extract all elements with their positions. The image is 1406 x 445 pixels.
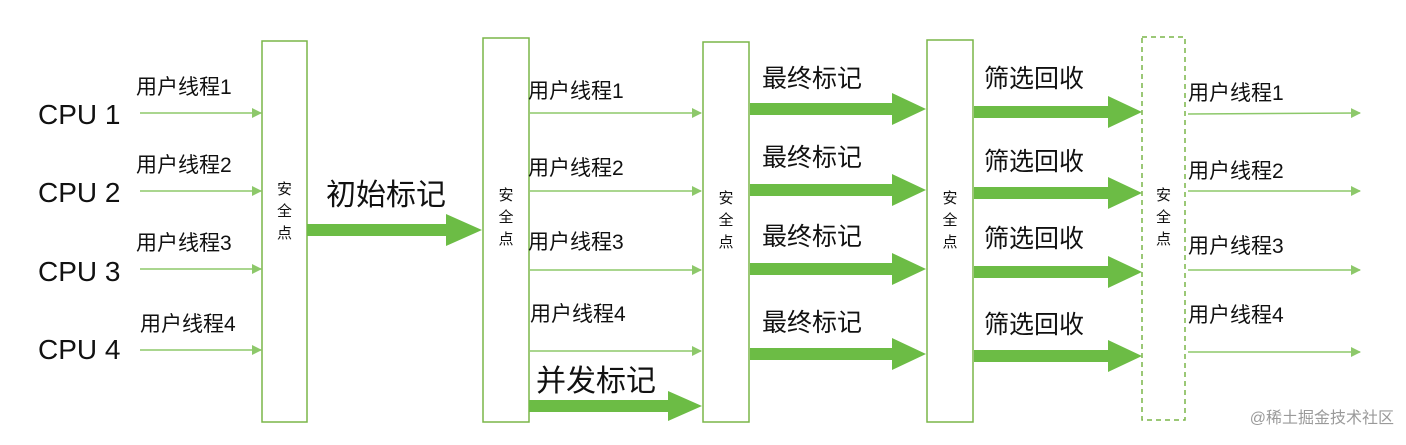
safepoint-2-char-3: 点 xyxy=(498,231,513,248)
safepoint-4-char-1: 安 xyxy=(942,190,957,207)
cpu-label-3: CPU 3 xyxy=(38,256,120,287)
thread-label-c1-2: 用户线程2 xyxy=(136,154,232,177)
safepoint-5-char-2: 全 xyxy=(1156,208,1171,226)
concurrent-mark-label: 并发标记 xyxy=(536,365,656,398)
final-mark-label-4: 最终标记 xyxy=(762,309,862,337)
thread-label-c3-3: 用户线程3 xyxy=(1188,235,1284,258)
safepoint-3-char-3: 点 xyxy=(718,234,733,251)
safepoint-2-char-1: 安 xyxy=(498,187,513,204)
final-mark-label-1: 最终标记 xyxy=(762,65,862,93)
safepoint-box-2 xyxy=(482,37,530,423)
final-mark-label-3: 最终标记 xyxy=(762,223,862,251)
safepoint-2-char-2: 全 xyxy=(498,208,513,226)
watermark: @稀土掘金技术社区 xyxy=(1250,409,1394,427)
safepoint-1-char-3: 点 xyxy=(277,225,292,242)
thread-label-c1-1: 用户线程1 xyxy=(136,76,232,99)
safepoint-5-char-1: 安 xyxy=(1156,187,1171,204)
sweep-arrow-2 xyxy=(974,177,1142,209)
final-mark-arrow-1 xyxy=(750,93,926,125)
thread-label-c2-4: 用户线程4 xyxy=(530,303,626,326)
thread-label-c3-1: 用户线程1 xyxy=(1188,82,1284,105)
sweep-arrow-3 xyxy=(974,256,1142,288)
safepoint-box-1 xyxy=(261,40,308,423)
initial-mark-arrow xyxy=(307,214,482,246)
sweep-arrow-4 xyxy=(974,340,1142,372)
thread-label-c1-4: 用户线程4 xyxy=(140,313,236,336)
thread-label-c3-2: 用户线程2 xyxy=(1188,160,1284,183)
safepoint-4-char-2: 全 xyxy=(942,211,957,229)
safepoint-1-char-1: 安 xyxy=(277,181,292,198)
thread-arrow-c3-1 xyxy=(1187,108,1361,119)
final-mark-arrow-3 xyxy=(750,253,926,285)
thread-label-c3-4: 用户线程4 xyxy=(1188,304,1284,327)
sweep-label-4: 筛选回收 xyxy=(984,311,1084,339)
safepoint-4-char-3: 点 xyxy=(942,234,957,251)
cpu-label-4: CPU 4 xyxy=(38,334,120,365)
thread-label-c2-2: 用户线程2 xyxy=(528,157,624,180)
safepoint-1-char-2: 全 xyxy=(277,202,292,220)
final-mark-label-2: 最终标记 xyxy=(762,144,862,172)
sweep-label-3: 筛选回收 xyxy=(984,225,1084,253)
safepoint-box-4 xyxy=(926,39,974,423)
final-mark-arrow-4 xyxy=(750,338,926,370)
safepoint-5-char-3: 点 xyxy=(1156,231,1171,248)
final-mark-arrow-2 xyxy=(750,174,926,206)
safepoint-3-char-1: 安 xyxy=(718,190,733,207)
concurrent-mark-arrow xyxy=(529,391,702,421)
thread-label-c2-1: 用户线程1 xyxy=(528,80,624,103)
sweep-arrow-1 xyxy=(974,96,1142,128)
cpu-label-2: CPU 2 xyxy=(38,177,120,208)
initial-mark-label: 初始标记 xyxy=(326,179,446,212)
cpu-label-1: CPU 1 xyxy=(38,99,120,130)
sweep-label-2: 筛选回收 xyxy=(984,148,1084,176)
safepoint-3-char-2: 全 xyxy=(718,211,733,229)
thread-label-c2-3: 用户线程3 xyxy=(528,231,624,254)
sweep-label-1: 筛选回收 xyxy=(984,65,1084,93)
safepoint-box-3 xyxy=(702,41,750,423)
thread-label-c1-3: 用户线程3 xyxy=(136,232,232,255)
safepoint-box-5 xyxy=(1141,36,1186,421)
